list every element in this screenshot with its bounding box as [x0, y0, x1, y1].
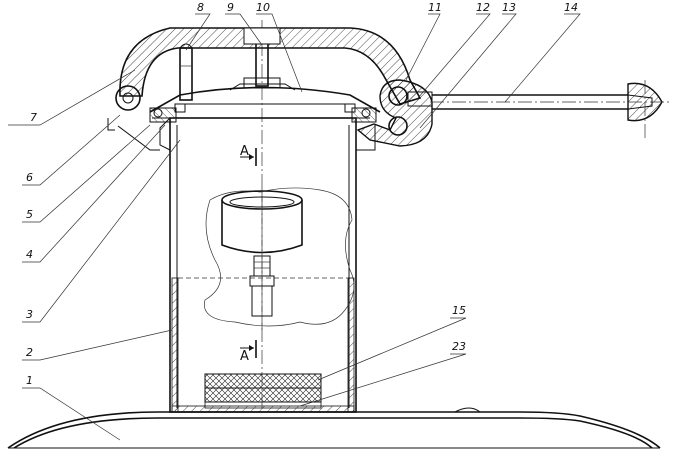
section-marker-bottom	[240, 340, 257, 358]
valve	[179, 43, 193, 101]
callout-15: 15	[452, 304, 466, 317]
section-marker-top	[240, 148, 257, 166]
callout-7: 7	[30, 111, 37, 124]
callout-9: 9	[227, 1, 234, 14]
callout-8: 8	[197, 1, 204, 14]
leader-lines	[8, 13, 581, 441]
callout-23: 23	[452, 340, 466, 353]
bottom-pads	[204, 373, 322, 409]
callout-1: 1	[26, 374, 33, 387]
callout-5: 5	[26, 208, 33, 221]
callout-13: 13	[502, 1, 516, 14]
callout-4: 4	[26, 248, 33, 261]
cutaway-outline	[204, 187, 355, 327]
container-body	[159, 117, 376, 413]
section-label-top: A	[240, 144, 249, 159]
lid-assembly	[107, 83, 381, 151]
callout-3: 3	[26, 308, 33, 321]
callout-6: 6	[26, 171, 33, 184]
callout-11: 11	[428, 1, 442, 14]
callout-12: 12	[476, 1, 490, 14]
lever-mechanism	[356, 79, 433, 147]
section-label-bottom: A	[240, 349, 249, 364]
handle-bar	[430, 80, 672, 140]
callout-14: 14	[564, 1, 578, 14]
base-plate	[7, 407, 661, 449]
callout-2: 2	[26, 346, 33, 359]
callout-10: 10	[256, 1, 270, 14]
